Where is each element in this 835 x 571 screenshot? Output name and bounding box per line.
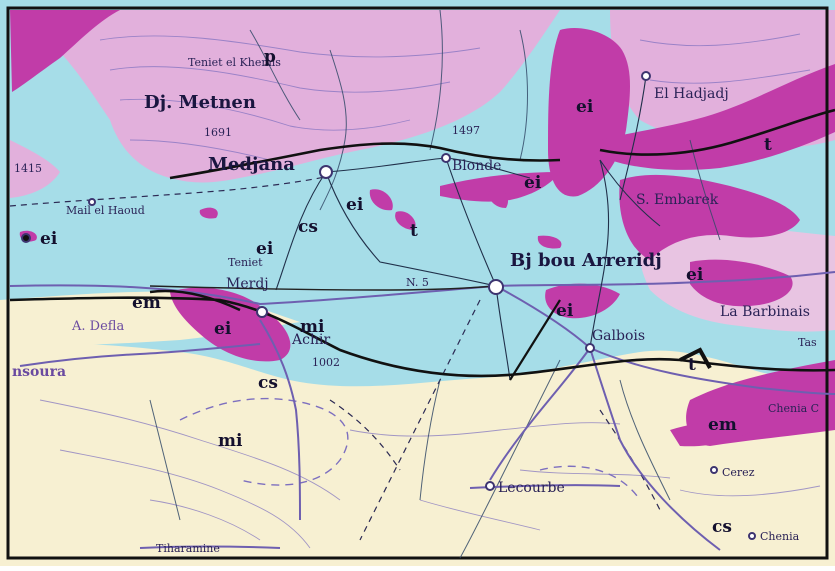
- contour-dashed: [179, 397, 641, 501]
- unit-ei-east: ei: [686, 265, 704, 285]
- tracks: [275, 75, 661, 381]
- label-achir: Achir: [291, 332, 330, 348]
- metnen-relief: [48, 10, 560, 183]
- eocene-blonde: [440, 172, 560, 202]
- label-blonde: Blonde: [452, 158, 501, 174]
- town-markers: [21, 71, 756, 540]
- elevation-1415: 1415: [14, 162, 42, 175]
- unit-ei-teniet: ei: [256, 239, 274, 259]
- railway: [149, 285, 497, 291]
- unit-cs-achir: cs: [258, 373, 278, 393]
- label-merdj: Merdj: [226, 276, 269, 292]
- unit-ei-medjana: ei: [346, 195, 364, 215]
- label-teniet: Teniet: [228, 256, 263, 269]
- label-chenia-c: Chenia C: [768, 402, 819, 415]
- eocene-north-ridge: [10, 10, 120, 92]
- unit-ei-galbois: ei: [556, 301, 574, 321]
- eocene-merdj-lens: [170, 287, 291, 362]
- eocene-lens-3: [488, 189, 509, 208]
- unit-t-center: t: [410, 221, 418, 241]
- unit-ei-merdj: ei: [214, 319, 232, 339]
- eocene-south-finger: [670, 421, 760, 447]
- unit-em-south: em: [708, 415, 737, 435]
- miocene-zone: [0, 343, 835, 566]
- label-mansoura: nsoura: [12, 364, 66, 380]
- unit-t-southeast: t: [688, 355, 696, 375]
- eocene-lens-1: [369, 189, 393, 211]
- fault-tick-east: [679, 347, 712, 369]
- eocene-lens-4: [537, 235, 562, 249]
- unit-ei-west: ei: [40, 229, 58, 249]
- label-hadjadj: El Hadjadj: [654, 86, 729, 102]
- eocene-lens-2: [395, 211, 416, 230]
- fault-tick-south: [509, 299, 561, 381]
- label-medjana: Medjana: [208, 154, 295, 175]
- west-relief: [10, 140, 60, 198]
- elevation-achir: 1002: [312, 356, 340, 369]
- map-border: [6, 6, 829, 560]
- elevation-1497: 1497: [452, 124, 480, 137]
- label-road-n5: N. 5: [406, 276, 429, 289]
- eocene-lens-6: [199, 207, 218, 219]
- streams: [149, 9, 721, 559]
- unit-ei-north: ei: [576, 97, 594, 117]
- label-embarek: S. Embarek: [636, 192, 719, 208]
- label-mail-haoud: Mail el Haoud: [66, 204, 145, 217]
- label-lecourbe: Lecourbe: [498, 480, 565, 496]
- contacts: [9, 108, 835, 378]
- label-khemis: Teniet el Khemis: [188, 56, 281, 69]
- label-barbinais: La Barbinais: [720, 304, 810, 320]
- unit-mi-achir: mi: [300, 317, 325, 337]
- unit-ei-blonde: ei: [524, 173, 542, 193]
- label-cerez: Cerez: [722, 466, 755, 479]
- label-metnen: Dj. Metnen: [144, 92, 256, 113]
- eocene-east-patches: [690, 259, 793, 307]
- label-tiharamine: Tiharamine: [156, 542, 220, 555]
- elevation-metnen: 1691: [204, 126, 232, 139]
- unit-cs-south: cs: [712, 517, 732, 537]
- label-galbois: Galbois: [592, 328, 645, 344]
- eocene-embarek: [619, 174, 800, 260]
- label-chenia: Chenia: [760, 530, 800, 543]
- unit-cs-north: cs: [298, 217, 318, 237]
- contour-lines: [39, 33, 821, 549]
- unit-em-merdj: em: [132, 293, 161, 313]
- eocene-t-belt: [600, 64, 835, 170]
- unit-p: p: [264, 47, 276, 67]
- unit-mi: mi: [218, 431, 243, 451]
- eocene-galbois: [545, 283, 620, 319]
- unit-t-east: t: [764, 135, 772, 155]
- label-defla: A. Defla: [71, 319, 124, 334]
- label-bordj: Bj bou Arreridj: [510, 250, 662, 271]
- label-tas: Tas: [798, 336, 817, 349]
